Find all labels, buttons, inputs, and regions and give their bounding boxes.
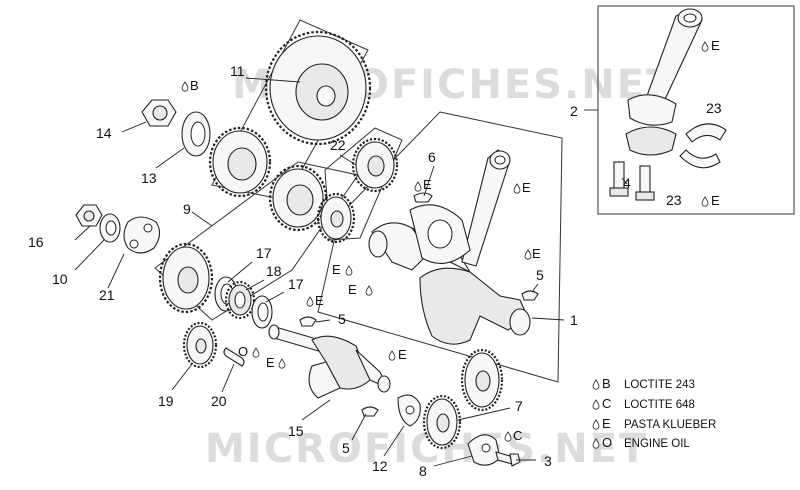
- conrod-2: [625, 8, 703, 156]
- callout-18: 18: [266, 263, 282, 279]
- legend-key: C: [602, 396, 611, 411]
- legend-text: ENGINE OIL: [624, 438, 690, 450]
- callout-21: 21: [99, 287, 115, 303]
- callout-7: 7: [515, 398, 523, 414]
- callout-9: 9: [183, 201, 191, 217]
- callout-14: 14: [96, 125, 112, 141]
- callout-8: 8: [419, 463, 427, 479]
- bolt-4-right: [635, 165, 655, 201]
- callout-11: 11: [230, 63, 245, 79]
- screw-3: [495, 451, 521, 467]
- marker-e-shaft-left: E: [266, 355, 275, 370]
- marker-e-key-6: E: [423, 177, 432, 192]
- gear-9-left: [158, 242, 214, 314]
- marker-e-shaft-right: E: [398, 347, 407, 362]
- gear-19: [182, 321, 218, 369]
- legend-item-o: O ENGINE OIL: [602, 435, 690, 450]
- key-6: [413, 192, 433, 203]
- callout-4: 4: [623, 175, 631, 191]
- marker-o: O: [238, 344, 248, 359]
- callout-19: 19: [158, 393, 174, 409]
- marker-e-shell-lower: E: [711, 193, 720, 208]
- marker-e-conrod: E: [522, 180, 531, 195]
- callout-15: 15: [288, 423, 304, 439]
- bearing-shell-23-lower: [679, 149, 721, 169]
- legend-item-b: B LOCTITE 243: [602, 376, 695, 391]
- legend-item-e: E PASTA KLUEBER: [602, 416, 716, 431]
- callout-13: 13: [141, 170, 157, 186]
- plate-12: [397, 394, 421, 427]
- callout-17-upper: 17: [256, 245, 272, 261]
- callout-20: 20: [211, 393, 227, 409]
- leader-lines: [74, 77, 628, 467]
- marker-e-crank-left-lower: E: [348, 282, 357, 297]
- crankshaft-group-box: [317, 111, 563, 383]
- legend-key: O: [602, 435, 612, 450]
- callout-12: 12: [372, 458, 388, 474]
- marker-e-crank-left-upper: E: [332, 262, 341, 277]
- marker-b: B: [190, 78, 199, 93]
- callout-2: 2: [570, 103, 578, 119]
- legend-text: LOCTITE 648: [624, 399, 695, 411]
- bearing-shell-23-upper: [685, 123, 727, 143]
- nut-16: [75, 204, 103, 227]
- callouts: 1 2 3 4 5 5 5 6 7 8 9 10 11 12 13 14 15 …: [28, 63, 722, 479]
- marker-e-conrod-inset: E: [711, 38, 720, 53]
- marker-e-crank-right: E: [532, 246, 541, 261]
- callout-17-lower: 17: [288, 276, 304, 292]
- callout-5-low: 5: [342, 440, 350, 456]
- callout-1: 1: [570, 312, 578, 328]
- key-5-low: [361, 406, 379, 417]
- nut-14: [141, 99, 177, 127]
- gear-22: [316, 137, 399, 244]
- callout-6: 6: [428, 149, 436, 165]
- callout-3: 3: [544, 453, 552, 469]
- legend: B LOCTITE 243 C LOCTITE 648 E PASTA KLUE…: [602, 376, 716, 450]
- callout-5-right: 5: [536, 267, 544, 283]
- key-5-right: [521, 290, 539, 301]
- callout-16: 16: [28, 234, 44, 250]
- callout-23-lower: 23: [666, 192, 682, 208]
- gear-group-box-11: [211, 19, 369, 201]
- gear-upper-medium: [208, 126, 272, 198]
- washer-13: [181, 111, 211, 157]
- legend-item-c: C LOCTITE 648: [602, 396, 695, 411]
- crankshaft-1: [368, 149, 531, 345]
- gear-7: [422, 348, 504, 450]
- key-5-mid: [299, 316, 317, 327]
- ring-17-right: [251, 295, 273, 329]
- legend-text: PASTA KLUEBER: [624, 419, 716, 431]
- callout-22: 22: [330, 137, 346, 153]
- bearing-18: [224, 280, 256, 320]
- bolt-4-left: [609, 161, 629, 197]
- marker-e-shaft-top: E: [315, 293, 324, 308]
- legend-key: E: [602, 416, 611, 431]
- marker-c: C: [513, 428, 522, 443]
- callout-5-mid: 5: [338, 311, 346, 327]
- balancer-shaft-15: [268, 324, 391, 399]
- plate-21: [123, 216, 161, 254]
- legend-text: LOCTITE 243: [624, 379, 695, 391]
- gear-9-right: [268, 164, 328, 232]
- washer-10: [99, 213, 121, 243]
- gear-11: [264, 30, 372, 146]
- callout-10: 10: [52, 271, 68, 287]
- pin-20: [223, 347, 245, 367]
- legend-key: B: [602, 376, 611, 391]
- marker-letters: B E E E E E E E E O E C E: [190, 38, 720, 443]
- callout-23-upper: 23: [706, 100, 722, 116]
